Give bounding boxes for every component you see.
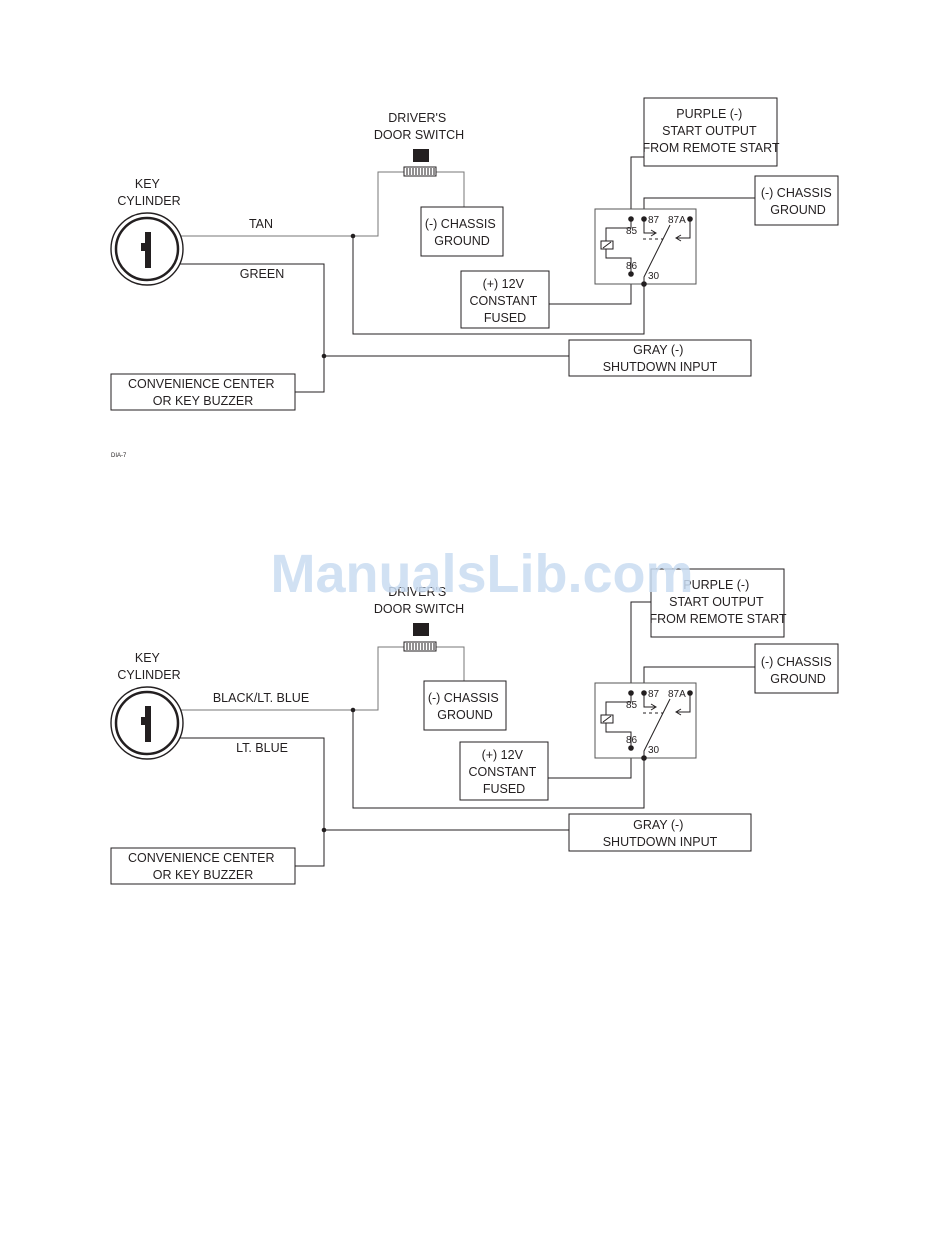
junction-dot — [350, 707, 356, 713]
svg-text:PURPLE (-) START OUTPU: PURPLE (-) START OUTPUT FROM REMOTE STAR… — [649, 578, 786, 626]
black-lt-blue-wire — [180, 646, 407, 711]
diagram-1: KEY CYLINDER DRIVER'S DOOR SWITCH TAN GR… — [110, 97, 839, 411]
figure-code: DIA-7 — [111, 453, 127, 459]
svg-text:GRAY (-) SHUTDOWN INPU: GRAY (-) SHUTDOWN INPUT — [603, 343, 718, 374]
relay: 85 87 87A 86 30 — [594, 682, 697, 761]
svg-text:CONVENIENCE CENTER OR: CONVENIENCE CENTER OR KEY BUZZER — [128, 851, 278, 882]
lt-blue-wire — [180, 737, 325, 867]
purple-start-output-box: PURPLE (-) START OUTPUT FROM REMOTE STAR… — [642, 97, 780, 167]
pin-86-label: 86 — [626, 735, 638, 746]
gray-shutdown-input-box: GRAY (-) SHUTDOWN INPUT — [568, 339, 752, 377]
junction-dot — [321, 353, 327, 359]
svg-text:PURPLE (-) START OUTPU: PURPLE (-) START OUTPUT FROM REMOTE STAR… — [642, 107, 779, 155]
convenience-center-box: CONVENIENCE CENTER OR KEY BUZZER — [110, 373, 296, 411]
svg-text:CONVENIENCE CENTER OR: CONVENIENCE CENTER OR KEY BUZZER — [128, 377, 278, 408]
wire-bottom-label: GREEN — [240, 267, 284, 281]
wire-top-label: BLACK/LT. BLUE — [213, 691, 309, 705]
chassis-ground-right-box: (-) CHASSIS GROUND — [754, 643, 839, 694]
svg-text:(+) 12V CONSTANT: (+) 12V CONSTANT FUSED — [469, 277, 540, 325]
tan-wire — [180, 171, 407, 237]
green-wire — [180, 263, 325, 393]
svg-text:(-) CHASSIS GROUND: (-) CHASSIS GROUND — [425, 217, 499, 248]
svg-text:(-) CHASSIS GROUND: (-) CHASSIS GROUND — [761, 186, 835, 217]
junction-dot — [350, 233, 356, 239]
key-cylinder-label: KEY CYLINDER — [117, 651, 180, 682]
door-to-relay30-wire — [352, 710, 645, 809]
wire-top-label: TAN — [249, 217, 273, 231]
wire-bottom-label: LT. BLUE — [236, 741, 288, 755]
svg-text:(+) 12V CONSTANT: (+) 12V CONSTANT FUSED — [468, 748, 539, 796]
purple-start-wire — [630, 601, 651, 693]
power-12v-box: (+) 12V CONSTANT FUSED — [460, 270, 550, 329]
svg-text:GRAY (-) SHUTDOWN INPU: GRAY (-) SHUTDOWN INPUT — [603, 818, 718, 849]
junction-dot — [321, 827, 327, 833]
pin-86-label: 86 — [626, 261, 638, 272]
chassis-ground-left-box: (-) CHASSIS GROUND — [420, 206, 504, 257]
pin-87a-label: 87A — [668, 215, 686, 226]
key-cylinder — [110, 212, 184, 286]
door-switch-label: DRIVER'S DOOR SWITCH — [374, 585, 464, 616]
door-switch-icon — [403, 623, 437, 652]
pin-85-label: 85 — [626, 700, 638, 711]
svg-text:(-) CHASSIS GROUND: (-) CHASSIS GROUND — [761, 655, 835, 686]
pin-30-label: 30 — [648, 745, 660, 756]
pin-30-label: 30 — [648, 271, 660, 282]
chassis-ground-left-box: (-) CHASSIS GROUND — [423, 680, 507, 731]
door-switch-ground-wire — [434, 646, 465, 681]
chassis-ground-right-box: (-) CHASSIS GROUND — [754, 175, 839, 226]
purple-start-wire — [630, 156, 644, 219]
door-switch-ground-wire — [434, 171, 465, 207]
pin-85-label: 85 — [626, 226, 638, 237]
relay: 85 87 87A 86 30 — [594, 208, 697, 287]
pin-87a-label: 87A — [668, 689, 686, 700]
pin-87-label: 87 — [648, 215, 660, 226]
key-cylinder — [110, 686, 184, 760]
door-to-relay30-wire — [352, 236, 645, 335]
power-12v-box: (+) 12V CONSTANT FUSED — [459, 741, 549, 801]
door-switch-label: DRIVER'S DOOR SWITCH — [374, 111, 464, 142]
purple-start-output-box: PURPLE (-) START OUTPUT FROM REMOTE STAR… — [649, 568, 787, 638]
diagram-2: KEY CYLINDER DRIVER'S DOOR SWITCH BLACK/… — [110, 568, 839, 885]
door-switch-icon — [403, 149, 437, 177]
convenience-center-box: CONVENIENCE CENTER OR KEY BUZZER — [110, 847, 296, 885]
watermark: ManualsLib.com — [270, 544, 693, 604]
svg-text:(-) CHASSIS GROUND: (-) CHASSIS GROUND — [428, 691, 502, 722]
gray-shutdown-input-box: GRAY (-) SHUTDOWN INPUT — [568, 813, 752, 852]
pin-87-label: 87 — [648, 689, 660, 700]
key-cylinder-label: KEY CYLINDER — [117, 177, 180, 208]
